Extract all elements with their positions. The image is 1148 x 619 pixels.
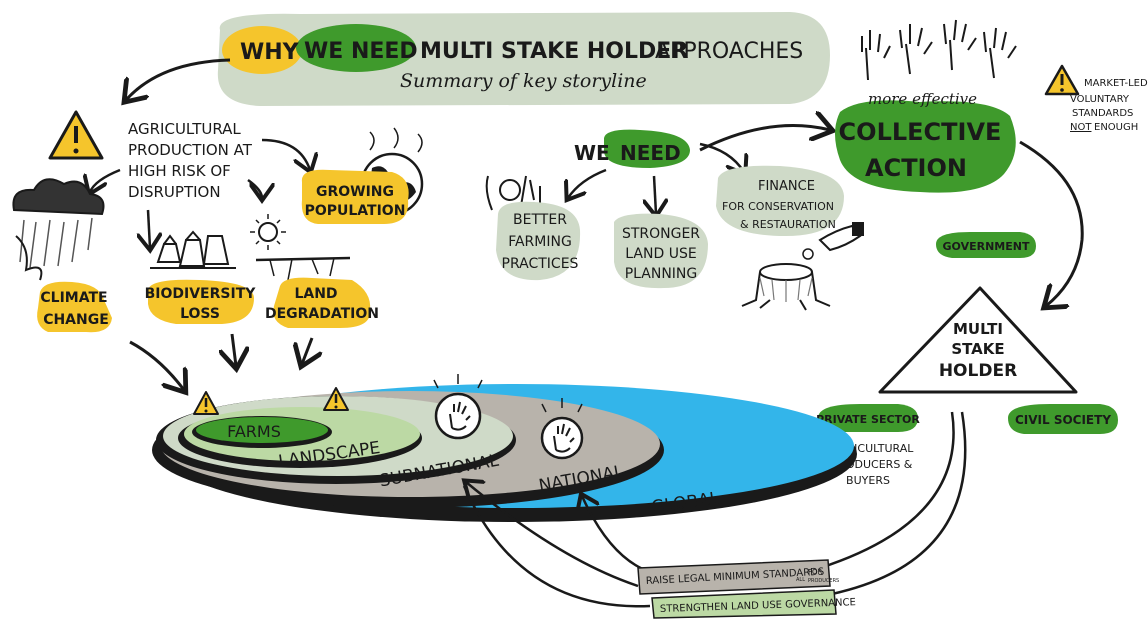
- arrow-to-better-farming: [568, 168, 607, 198]
- better-line2: FARMING: [508, 234, 572, 250]
- raise-all-label: ALL: [796, 577, 805, 583]
- arrow-to-land-planning: [654, 175, 656, 214]
- market-note-line4: ENOUGH: [1094, 122, 1138, 133]
- farm-warning-icon-right: [323, 387, 349, 411]
- climate-change-line2: CHANGE: [43, 312, 109, 328]
- risk-line-2: PRODUCTION AT: [128, 141, 253, 159]
- civil-society-pill: CIVIL SOCIETY: [1008, 404, 1118, 434]
- climate-change-line1: CLIMATE: [40, 290, 107, 306]
- biodiversity-loss-line1: BIODIVERSITY: [145, 286, 257, 302]
- government-pill: GOVERNMENT: [936, 232, 1036, 258]
- climate-change-label: CLIMATE CHANGE: [37, 281, 112, 333]
- title-msh: MULTI STAKE HOLDER: [420, 39, 688, 64]
- we-need-badge: WE NEED: [574, 129, 690, 168]
- stump-coin-icon: [741, 222, 864, 311]
- raise-standards-banner: RAISE LEGAL MINIMUM STANDARDS FOR ALL PR…: [637, 559, 839, 595]
- growing-population-label: GROWING POPULATION: [301, 169, 409, 224]
- better-line1: BETTER: [513, 212, 567, 228]
- arrow-biodiversity-to-scales: [232, 333, 236, 366]
- finance-line2: FOR CONSERVATION: [722, 200, 834, 213]
- arrow-header-to-risk: [126, 58, 231, 100]
- government-label: GOVERNMENT: [943, 240, 1030, 253]
- growing-population-line1: GROWING: [316, 184, 394, 200]
- stronger-line3: PLANNING: [625, 266, 698, 282]
- curve-strengthen-to-subnational: [462, 485, 651, 608]
- market-note-line2: VOLUNTARY: [1070, 94, 1130, 105]
- biodiversity-loss-line2: LOSS: [180, 306, 220, 322]
- subtitle: Summary of key storyline: [400, 70, 647, 92]
- biodiversity-loss-label: BIODIVERSITY LOSS: [145, 279, 257, 324]
- cracked-land-icon: [255, 256, 351, 281]
- growing-population-line2: POPULATION: [305, 203, 406, 219]
- collective-line2: ACTION: [865, 154, 967, 182]
- tree-stumps-icon: [150, 230, 236, 269]
- private-sector-label: PRIVATE SECTOR: [816, 413, 920, 426]
- market-note-line1: MARKET-LED,: [1084, 78, 1148, 89]
- market-note-line3: STANDARDS: [1072, 108, 1133, 119]
- private-sector-pill: PRIVATE SECTOR: [816, 404, 920, 432]
- finance-card: FINANCE FOR CONSERVATION & RESTAURATION: [716, 165, 844, 236]
- land-degradation-label: LAND DEGRADATION: [265, 277, 379, 328]
- raise-for-label: FOR: [808, 568, 823, 576]
- curve-to-raise: [819, 411, 955, 570]
- scales-diagram: FARMS LANDSCAPE SUBNATIONAL NATIONAL GLO…: [152, 384, 857, 522]
- risk-line-1: AGRICULTURAL: [128, 120, 241, 138]
- land-planning-card: STRONGER LAND USE PLANNING: [614, 213, 708, 289]
- we-label: WE: [574, 141, 610, 165]
- triangle-line2: STAKE: [951, 340, 1004, 358]
- triangle-line3: HOLDER: [939, 361, 1017, 381]
- stronger-line1: STRONGER: [622, 226, 700, 242]
- more-effective-label: more effective: [868, 90, 977, 108]
- market-note-not: NOT: [1070, 122, 1092, 133]
- warning-icon: [48, 110, 104, 160]
- raise-producers-label: PRODUCERS: [808, 578, 839, 584]
- need-label: NEED: [620, 141, 681, 165]
- triangle-line1: MULTI: [953, 320, 1003, 338]
- farm-warning-icon-left: [193, 391, 219, 415]
- arrow-land-to-scales: [302, 337, 312, 364]
- collective-action-blob: more effective COLLECTIVE ACTION: [835, 90, 1016, 193]
- finance-line3: & RESTAURATION: [740, 218, 836, 231]
- header-banner: WHY WE NEED MULTI STAKE HOLDER APPROACHE…: [217, 12, 830, 106]
- farms-label: FARMS: [227, 422, 281, 441]
- why-highlight: [222, 26, 302, 74]
- land-degradation-line2: DEGRADATION: [265, 306, 379, 322]
- market-warning-icon: [1044, 64, 1080, 96]
- arrow-need-to-collective: [699, 126, 830, 152]
- subnational-hand-icon: [433, 374, 483, 440]
- collective-line1: COLLECTIVE: [839, 118, 1002, 146]
- private-detail-line3: BUYERS: [846, 474, 890, 487]
- national-hand-icon: [540, 398, 584, 460]
- better-farming-card: BETTER FARMING PRACTICES: [496, 201, 581, 281]
- storm-cloud-icon: [12, 178, 105, 281]
- land-degradation-line1: LAND: [294, 286, 337, 302]
- title-why: WHY: [240, 40, 300, 65]
- risk-line-4: DISRUPTION: [128, 183, 221, 201]
- better-line3: PRACTICES: [502, 256, 579, 272]
- multi-stakeholder-triangle: MULTI STAKE HOLDER: [878, 286, 1078, 394]
- farms-ring: [196, 417, 328, 443]
- arrow-to-biodiversity: [148, 209, 150, 248]
- arrow-to-population: [261, 138, 310, 170]
- title-approaches: APPROACHES: [655, 39, 803, 64]
- finance-line1: FINANCE: [758, 179, 815, 194]
- curve-to-strengthen: [831, 411, 967, 596]
- arrow-to-land: [247, 178, 262, 198]
- civil-society-label: CIVIL SOCIETY: [1015, 413, 1111, 427]
- arrow-collective-to-triangle: [1019, 140, 1084, 306]
- arrow-raise-to-subnational: [466, 482, 639, 588]
- arrow-to-climate: [90, 168, 121, 192]
- risk-line-3: HIGH RISK OF: [128, 162, 231, 180]
- sun-icon: [250, 214, 286, 250]
- stronger-line2: LAND USE: [625, 246, 696, 262]
- raised-hands-icon: [861, 19, 1017, 81]
- we-need-highlight: [296, 24, 416, 72]
- title-we-need: WE NEED: [304, 39, 418, 64]
- strengthen-governance-banner: STRENGTHEN LAND USE GOVERNANCE: [651, 589, 856, 619]
- arrow-climate-to-scales: [129, 340, 184, 390]
